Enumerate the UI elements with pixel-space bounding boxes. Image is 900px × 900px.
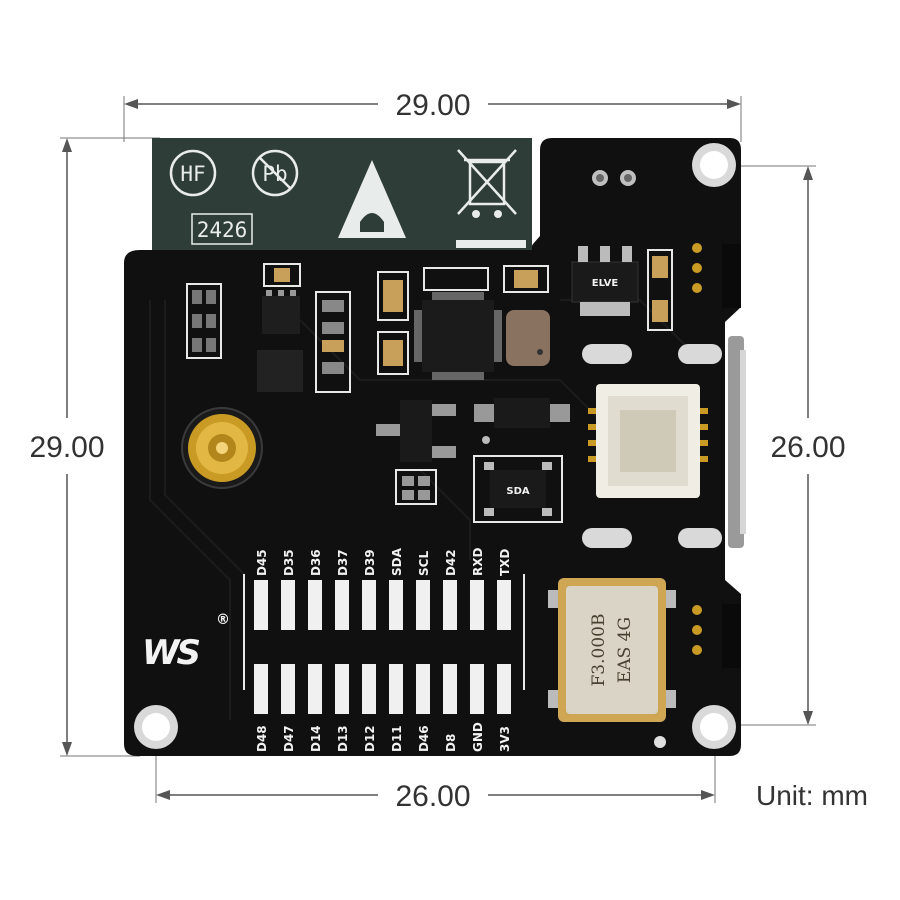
pin-label-bottom: GND — [471, 722, 485, 752]
mosfet-marking: SDA — [506, 486, 530, 497]
side-pads-top — [692, 243, 702, 293]
pin-label-bottom: D12 — [363, 725, 377, 752]
date-code: 2426 — [197, 218, 248, 242]
capacitor-top-1 — [263, 263, 301, 287]
passive-stack-2 — [647, 249, 673, 331]
mounting-hole-top-right — [692, 143, 736, 187]
status-led-pair — [592, 170, 636, 186]
mounting-holes — [134, 143, 736, 749]
esd-warning-icon — [338, 160, 406, 238]
small-ic-1 — [262, 290, 300, 334]
pin-pad-rows — [254, 580, 511, 714]
ldo-marking: ELVE — [592, 278, 619, 289]
lead-free-icon: Pb — [251, 149, 299, 197]
mosfet: SDA — [473, 455, 563, 523]
passive-stack-1 — [315, 291, 351, 393]
side-pads-bottom — [654, 605, 702, 748]
usb-c-port — [582, 336, 746, 548]
main-mcu-chip — [414, 267, 502, 380]
mounting-hole-bottom-right — [692, 705, 736, 749]
pin-label-top: D45 — [255, 549, 269, 576]
pin-label-top: TXD — [498, 549, 512, 576]
dim-top-width-label: 29.00 — [395, 89, 470, 122]
pin-label-top: SDA — [390, 547, 404, 576]
small-ic-2 — [257, 350, 303, 392]
logo-registered-mark: ® — [216, 612, 230, 628]
diode — [474, 398, 570, 444]
pin-label-top: D37 — [336, 549, 350, 576]
waveshare-logo: WS ® — [142, 612, 230, 673]
weee-bin-icon — [457, 149, 517, 218]
pin-label-top: D39 — [363, 549, 377, 576]
hf-mark: HF — [180, 162, 205, 186]
pin-label-bottom: D11 — [390, 725, 404, 752]
dim-top-width: 29.00 — [123, 89, 742, 142]
dim-right-hole-spacing-label: 26.00 — [770, 431, 845, 464]
crystal-line1: F3.000B — [589, 614, 609, 687]
pin-label-bottom: D47 — [282, 725, 296, 752]
pin-label-bottom: D14 — [309, 725, 323, 752]
pb-mark: Pb — [262, 162, 287, 186]
pin-label-top: D35 — [282, 549, 296, 576]
pin-label-top: D42 — [444, 549, 458, 576]
pin-label-bottom: 3V3 — [498, 726, 512, 752]
dim-left-height: 29.00 — [29, 137, 160, 757]
crystal-line2: EAS 4G — [615, 617, 635, 683]
ufl-antenna-connector — [181, 407, 263, 489]
pin-label-bottom: D46 — [417, 725, 431, 752]
antenna-label: HF Pb 2426 — [152, 138, 532, 250]
capacitor-top-3 — [503, 265, 549, 293]
dim-left-height-label: 29.00 — [29, 431, 104, 464]
pin-label-top: RXD — [471, 548, 485, 576]
unit-label: Unit: mm — [756, 780, 868, 811]
pin-header: D45 D35 D36 D37 D39 SDA SCL D42 RXD TXD … — [243, 547, 525, 752]
mounting-hole-bottom-left — [134, 705, 178, 749]
pin-label-bottom: D13 — [336, 725, 350, 752]
pad-pair-mid — [395, 469, 437, 505]
transistor-1 — [376, 400, 456, 462]
pad-array-left — [186, 283, 222, 359]
logo-text: WS — [142, 633, 200, 673]
pin-label-top: SCL — [417, 551, 431, 576]
pin-label-top: D36 — [309, 549, 323, 576]
hf-icon: HF — [169, 149, 217, 197]
dim-right-hole-spacing: 26.00 — [715, 165, 846, 726]
pin-label-bottom: D8 — [444, 734, 458, 752]
inductor — [506, 310, 550, 366]
fpc-connector — [588, 384, 708, 498]
crystal-oscillator: F3.000B EAS 4G — [548, 578, 676, 722]
pin-label-bottom: D48 — [255, 725, 269, 752]
capacitor-top-2 — [377, 271, 409, 375]
dim-bottom-hole-spacing: 26.00 — [155, 727, 716, 813]
ldo-regulator: ELVE — [571, 246, 639, 316]
dim-bottom-hole-spacing-label: 26.00 — [395, 780, 470, 813]
